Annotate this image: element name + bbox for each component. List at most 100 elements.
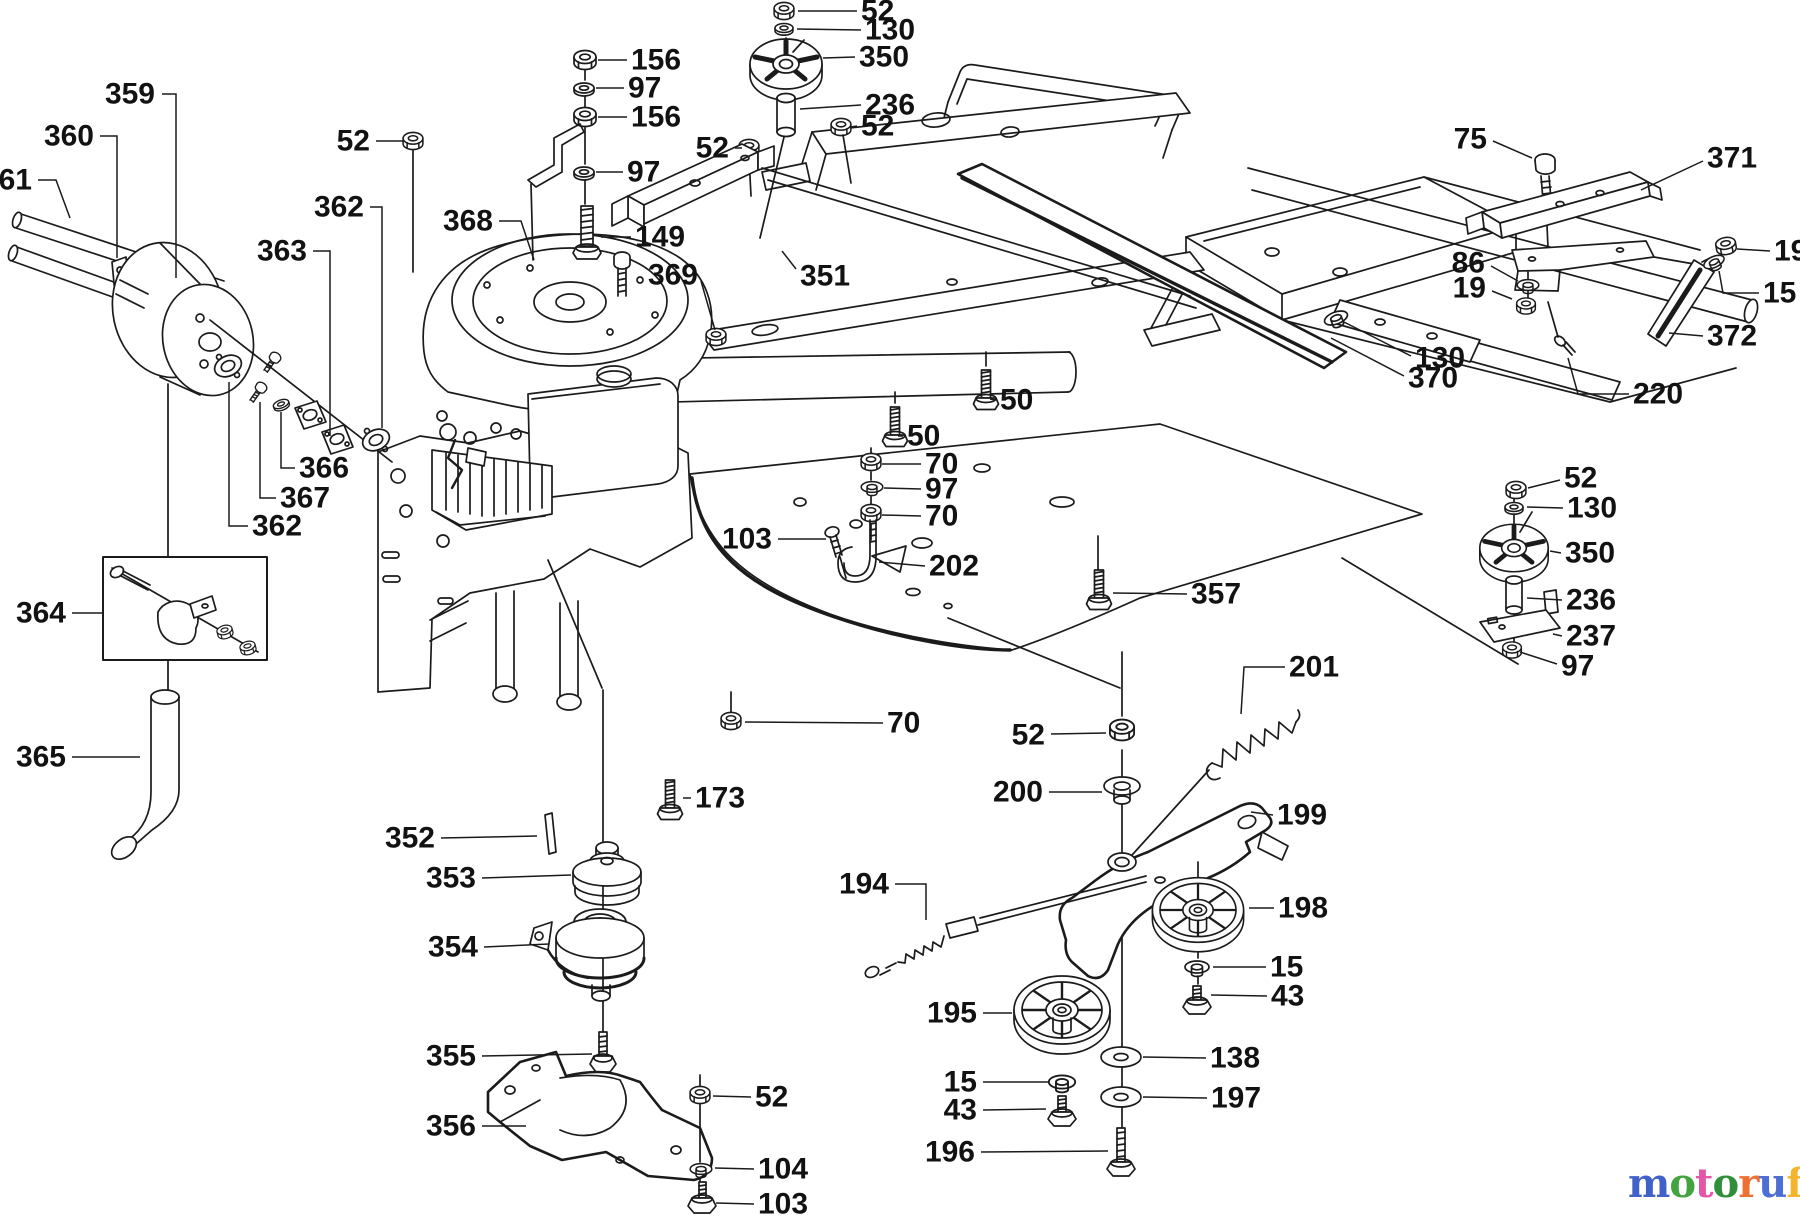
part-number-130: 130: [1415, 342, 1465, 375]
leader-line-350: [1549, 550, 1562, 554]
leader-line-359: [162, 93, 177, 278]
part-number-198: 198: [1278, 892, 1328, 925]
leader-line-196: [980, 1150, 1109, 1153]
part-number-199: 199: [1277, 799, 1327, 832]
part-number-202: 202: [929, 550, 979, 583]
part-number-362: 362: [252, 510, 302, 543]
leader-line-236: [799, 104, 862, 110]
heat-shield-panel-370: [956, 162, 1352, 370]
leader-line-43: [982, 1108, 1047, 1111]
nut-70: [860, 503, 882, 523]
nut-70: [860, 452, 882, 472]
leader-line-103: [715, 1202, 755, 1205]
leader-line-362: [228, 382, 248, 527]
screw-367: [246, 379, 270, 406]
part-number-197: 197: [1211, 1082, 1261, 1115]
nut-52: [773, 1, 795, 21]
leader-line-52: [850, 125, 858, 128]
logo-word: motoruf: [1628, 1160, 1800, 1207]
bracket-371-372-assembly: [1465, 153, 1738, 356]
part-number-362: 362: [314, 191, 364, 224]
nut-19: [1515, 297, 1537, 315]
part-number-75: 75: [1454, 123, 1487, 156]
part-number-360: 360: [44, 120, 94, 153]
leader-line-130: [1341, 320, 1412, 357]
bolt-50: [881, 406, 909, 448]
leader-line-15: [1718, 270, 1759, 294]
washer-130: [774, 22, 794, 36]
part-number-52: 52: [337, 125, 370, 158]
leader-line-130: [1526, 506, 1564, 509]
part-number-194: 194: [839, 868, 889, 901]
leader-line-50: [989, 398, 997, 401]
part-number-43: 43: [944, 1094, 977, 1127]
leader-line-199: [1250, 811, 1274, 816]
logo-letter: o: [1669, 1160, 1696, 1207]
leader-line-362: [370, 206, 383, 428]
nut-52: [1505, 480, 1527, 500]
part-number-370: 370: [1408, 362, 1458, 395]
leader-line-52: [1050, 732, 1107, 735]
leader-line-86: [1490, 265, 1519, 282]
bolt-173: [656, 779, 684, 821]
leader-line-371: [1640, 160, 1704, 191]
leader-line-361: [38, 179, 71, 219]
part-number-70: 70: [925, 448, 958, 481]
nut-97: [1501, 641, 1523, 659]
leader-line-97: [1519, 651, 1558, 665]
leader-line-360: [100, 135, 118, 258]
muffler-359: [111, 241, 255, 693]
nut-70: [720, 711, 742, 731]
crankshaft-clutch-stack: [529, 559, 646, 1073]
leader-line-363: [313, 250, 331, 436]
part-number-19: 19: [1453, 272, 1486, 305]
leader-line-201: [1240, 666, 1285, 715]
logo-letter: r: [1738, 1160, 1759, 1207]
leader-line-202: [878, 561, 926, 567]
part-number-354: 354: [428, 931, 478, 964]
leader-line-354: [483, 943, 550, 948]
part-number-138: 138: [1210, 1042, 1260, 1075]
leader-line-70: [744, 721, 884, 724]
part-number-156: 156: [631, 44, 681, 77]
nut: [705, 327, 727, 347]
part-number-52: 52: [861, 110, 894, 143]
part-number-237: 237: [1566, 620, 1616, 653]
part-number-156: 156: [631, 101, 681, 134]
idler-pulley-195: [1012, 974, 1112, 1056]
part-number-103: 103: [722, 523, 772, 556]
part-number-365: 365: [16, 741, 66, 774]
tailpipe-365: [110, 689, 180, 861]
leader-line-220: [1567, 357, 1629, 395]
washer-15: [1184, 960, 1210, 978]
part-number-350: 350: [859, 41, 909, 74]
motoruf-logo: motoruf.de: [1628, 1160, 1800, 1207]
logo-letter: f: [1786, 1160, 1800, 1207]
nut-52: [1108, 718, 1136, 742]
leader-line-355: [481, 1053, 593, 1057]
clamp-kit-box-364: [102, 556, 268, 661]
idler-pulley-350-right-assembly: [1480, 480, 1561, 659]
leader-line-104: [714, 1167, 755, 1170]
part-number-149: 149: [635, 221, 685, 254]
leader-line-366: [280, 412, 295, 469]
part-number-364: 364: [16, 597, 66, 630]
part-number-15: 15: [1763, 277, 1796, 310]
part-number-371: 371: [1707, 142, 1757, 175]
part-number-355: 355: [426, 1040, 476, 1073]
bolt-50: [972, 369, 1000, 411]
leader-line-75: [1492, 140, 1533, 159]
part-number-52: 52: [861, 0, 894, 28]
logo-letter: o: [1712, 1160, 1740, 1207]
part-number-366: 366: [299, 452, 349, 485]
part-number-43: 43: [1271, 980, 1304, 1013]
logo-letter: u: [1758, 1160, 1787, 1207]
part-number-104: 104: [758, 1153, 808, 1186]
part-number-52: 52: [1564, 462, 1597, 495]
nut-156: [573, 49, 597, 71]
part-number-196: 196: [925, 1136, 975, 1169]
part-number-357: 357: [1191, 578, 1241, 611]
pulley-350: [750, 39, 822, 100]
part-number-359: 359: [105, 78, 155, 111]
